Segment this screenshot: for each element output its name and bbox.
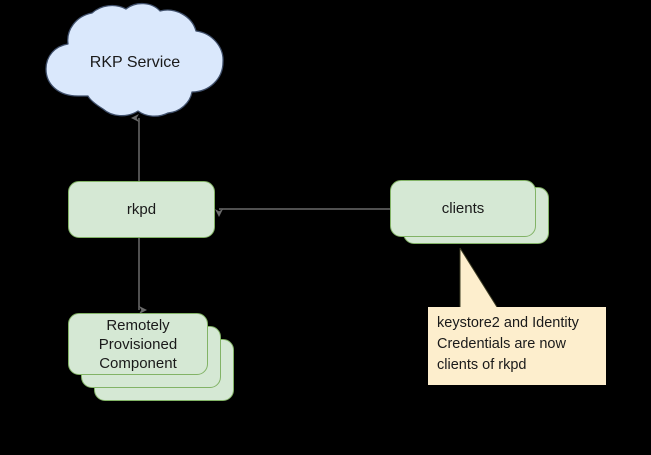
callout-pointer (459, 247, 498, 308)
node-rkpd[interactable] (68, 181, 215, 238)
callout-note[interactable] (428, 307, 606, 385)
callout-note-text: keystore2 and Identity Credentials are n… (437, 315, 579, 373)
node-component[interactable] (68, 313, 208, 375)
cloud-shape (45, 2, 224, 117)
node-clients[interactable] (390, 180, 536, 237)
